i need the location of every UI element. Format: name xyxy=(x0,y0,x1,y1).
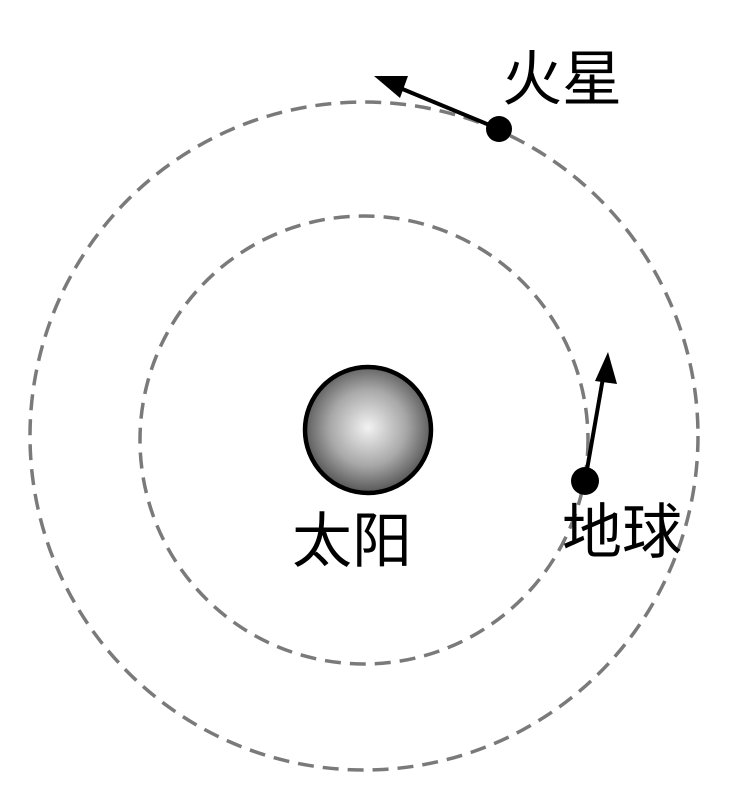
earth-orbit xyxy=(138,214,590,666)
earth-arrow-head xyxy=(595,352,617,384)
mars-arrow-head xyxy=(374,76,408,98)
mars-velocity-arrow xyxy=(399,86,500,131)
sun xyxy=(302,364,434,496)
earth-label: 地球 xyxy=(562,498,682,568)
sun-label: 太阳 xyxy=(292,507,412,577)
earth-planet xyxy=(571,467,599,495)
mars-label: 火星 xyxy=(502,45,622,115)
earth-velocity-arrow xyxy=(583,377,605,482)
mars-planet xyxy=(486,116,512,142)
mars-orbit xyxy=(28,100,700,772)
